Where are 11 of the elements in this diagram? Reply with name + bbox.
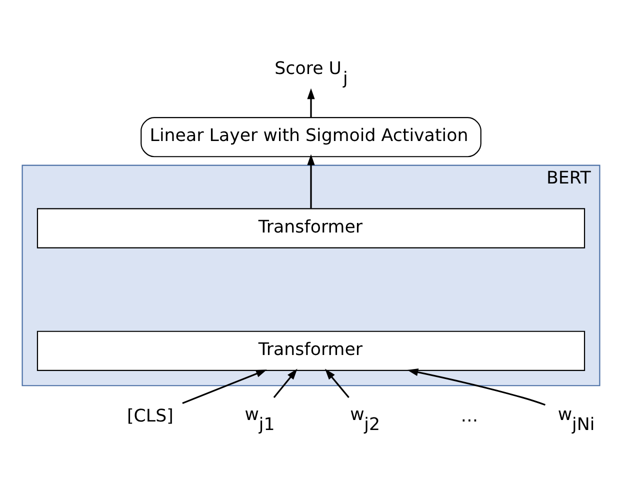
node-box: Linear Layer with Sigmoid Activation xyxy=(140,117,481,158)
arrow xyxy=(324,368,349,398)
node-box: Transformer xyxy=(36,208,585,248)
arrow xyxy=(306,88,314,118)
node-text: [CLS] xyxy=(126,406,173,426)
arrow xyxy=(306,154,314,208)
label: … xyxy=(460,406,478,426)
node-box: Transformer xyxy=(36,330,585,371)
arrow xyxy=(406,368,545,406)
arrow xyxy=(182,370,266,404)
arrow xyxy=(272,368,297,398)
